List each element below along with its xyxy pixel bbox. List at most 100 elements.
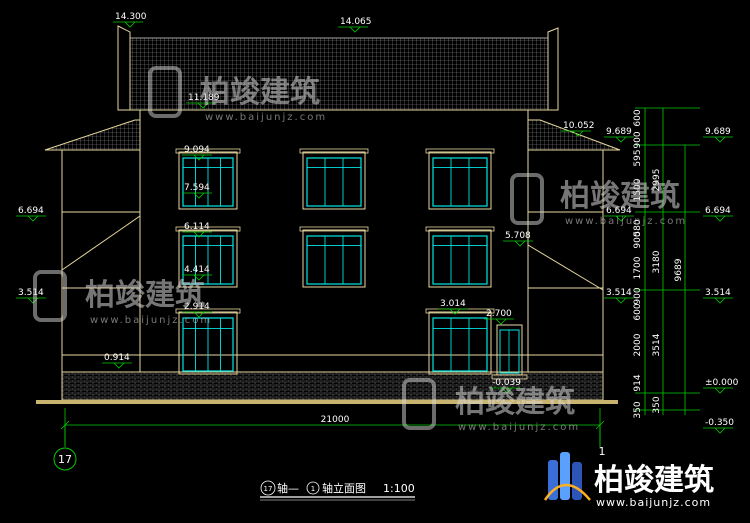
axis-label-1: 1 xyxy=(599,445,606,458)
mark-9-689-a: 9.689 xyxy=(604,127,634,143)
mark-14-300: 14.300 xyxy=(113,12,147,28)
brick-plinth xyxy=(61,371,604,401)
vdim-col2-0: 350 xyxy=(652,396,662,413)
dimension-lines xyxy=(60,107,700,445)
logo-mark-icon xyxy=(543,452,591,501)
mark-6-694-a: 6.694 xyxy=(604,206,634,222)
svg-text:6.114: 6.114 xyxy=(184,222,210,232)
vdim-col2-3: 2995 xyxy=(652,169,662,192)
side-roofs xyxy=(44,119,621,151)
svg-text:14.065: 14.065 xyxy=(340,17,372,27)
vdim-col1-6: 900 xyxy=(633,231,643,248)
vdim-col1-10: 900 xyxy=(633,131,643,148)
svg-text:www.baijunjz.com: www.baijunjz.com xyxy=(458,422,580,433)
mark-6-114: 6.114 xyxy=(182,222,212,238)
mark-10-052: 10.052 xyxy=(561,121,595,137)
svg-text:11.189: 11.189 xyxy=(188,93,220,103)
vdim-col1-1: 914 xyxy=(633,374,643,391)
mark-4-414: 4.414 xyxy=(182,265,212,281)
svg-text:3.514: 3.514 xyxy=(705,288,731,298)
axis-label-17: 17 xyxy=(58,453,72,466)
mark-0-914: 0.914 xyxy=(102,353,132,369)
svg-text:6.694: 6.694 xyxy=(606,206,632,216)
vdim-col1-0: 350 xyxy=(633,401,643,418)
vdim-col1-11: 600 xyxy=(633,109,643,126)
title-connector: 轴— xyxy=(277,481,299,495)
logo-url: www.baijunjz.com xyxy=(596,496,711,509)
vdim-col2-1: 3514 xyxy=(652,333,662,356)
svg-text:2.700: 2.700 xyxy=(486,309,512,319)
svg-text:9.689: 9.689 xyxy=(606,127,632,137)
svg-text:5.708: 5.708 xyxy=(505,231,531,241)
drawing-title: 17 轴— 1 轴立面图 1:100 xyxy=(260,480,415,501)
svg-text:3.514: 3.514 xyxy=(18,288,44,298)
mark-m0-039: -0.039 xyxy=(490,378,521,394)
ground-line xyxy=(36,400,618,404)
svg-text:www.baijunjz.com: www.baijunjz.com xyxy=(90,315,212,326)
windows-group xyxy=(175,148,495,375)
watermark-3: 柏竣建筑 www.baijunjz.com xyxy=(33,270,212,326)
svg-text:3.014: 3.014 xyxy=(440,299,466,309)
vertical-dimension-texts: 3509142000600900170090058015005959006003… xyxy=(633,109,684,418)
mark-9-689-b: 9.689 xyxy=(703,127,733,143)
svg-text:10.052: 10.052 xyxy=(563,121,595,131)
mark-3-514-a: 3.514 xyxy=(604,288,634,304)
mark-3-514-b: 3.514 xyxy=(703,288,733,304)
svg-text:www.baijunjz.com: www.baijunjz.com xyxy=(565,216,687,227)
vdim-col1-9: 595 xyxy=(633,149,643,166)
svg-text:柏竣建筑: 柏竣建筑 xyxy=(560,179,680,214)
title-scale: 1:100 xyxy=(383,482,415,495)
logo-text: 柏竣建筑 xyxy=(594,463,714,498)
mark-6-694-b: 6.694 xyxy=(703,206,733,222)
title-suffix: 轴立面图 xyxy=(322,481,366,495)
vdim-col3: 9689 xyxy=(674,258,684,281)
svg-text:0.914: 0.914 xyxy=(104,353,130,363)
mark-m0-350: -0.350 xyxy=(703,418,734,434)
svg-text:14.300: 14.300 xyxy=(115,12,147,22)
svg-text:6.694: 6.694 xyxy=(18,206,44,216)
svg-text:-0.350: -0.350 xyxy=(705,418,734,428)
svg-text:柏竣建筑: 柏竣建筑 xyxy=(85,278,205,313)
svg-text:±0.000: ±0.000 xyxy=(705,378,739,388)
title-axis-end: 1 xyxy=(311,485,315,493)
brand-logo: 柏竣建筑 www.baijunjz.com xyxy=(543,452,714,509)
vdim-col1-7: 580 xyxy=(633,219,643,236)
mark-0-000: ±0.000 xyxy=(703,378,739,394)
dim-total-width: 21000 xyxy=(321,415,350,425)
svg-text:6.694: 6.694 xyxy=(705,206,731,216)
svg-text:7.594: 7.594 xyxy=(184,183,210,193)
svg-text:柏竣建筑: 柏竣建筑 xyxy=(200,75,320,110)
watermark-4: 柏竣建筑 www.baijunjz.com xyxy=(402,378,580,433)
svg-text:柏竣建筑: 柏竣建筑 xyxy=(455,385,575,420)
svg-text:9.094: 9.094 xyxy=(184,145,210,155)
vdim-col2-2: 3180 xyxy=(652,250,662,273)
mark-2-700: 2.700 xyxy=(484,309,514,325)
main-roof xyxy=(117,25,559,111)
title-axis-start: 17 xyxy=(264,485,273,493)
window-2 xyxy=(299,148,369,210)
vdim-col1-4: 900 xyxy=(633,287,643,304)
svg-text:9.689: 9.689 xyxy=(705,127,731,137)
svg-text:3.514: 3.514 xyxy=(606,288,632,298)
vdim-col1-8: 1500 xyxy=(633,178,643,201)
svg-text:2.914: 2.914 xyxy=(184,302,210,312)
window-6 xyxy=(425,226,495,288)
mark-11-189: 11.189 xyxy=(186,93,220,109)
svg-text:www.baijunjz.com: www.baijunjz.com xyxy=(205,112,327,123)
vdim-col1-5: 1700 xyxy=(633,256,643,279)
watermark-1: 柏竣建筑 www.baijunjz.com xyxy=(148,66,327,123)
svg-text:-0.039: -0.039 xyxy=(492,378,521,388)
entry-door xyxy=(491,324,528,380)
mark-2-914: 2.914 xyxy=(182,302,212,318)
mark-6-694-left: 6.694 xyxy=(16,206,46,222)
vdim-col1-2: 2000 xyxy=(633,333,643,356)
window-3 xyxy=(425,148,495,210)
axis-17: 17 xyxy=(53,425,77,471)
watermark-2: 柏竣建筑 www.baijunjz.com xyxy=(510,173,687,227)
mark-7-594: 7.594 xyxy=(182,183,212,199)
axis-1: 1 xyxy=(599,425,606,458)
window-5 xyxy=(299,226,369,288)
elevation-markers: 14.300 14.065 11.189 10.052 9.689 9.689 9.094 7… xyxy=(16,12,739,434)
